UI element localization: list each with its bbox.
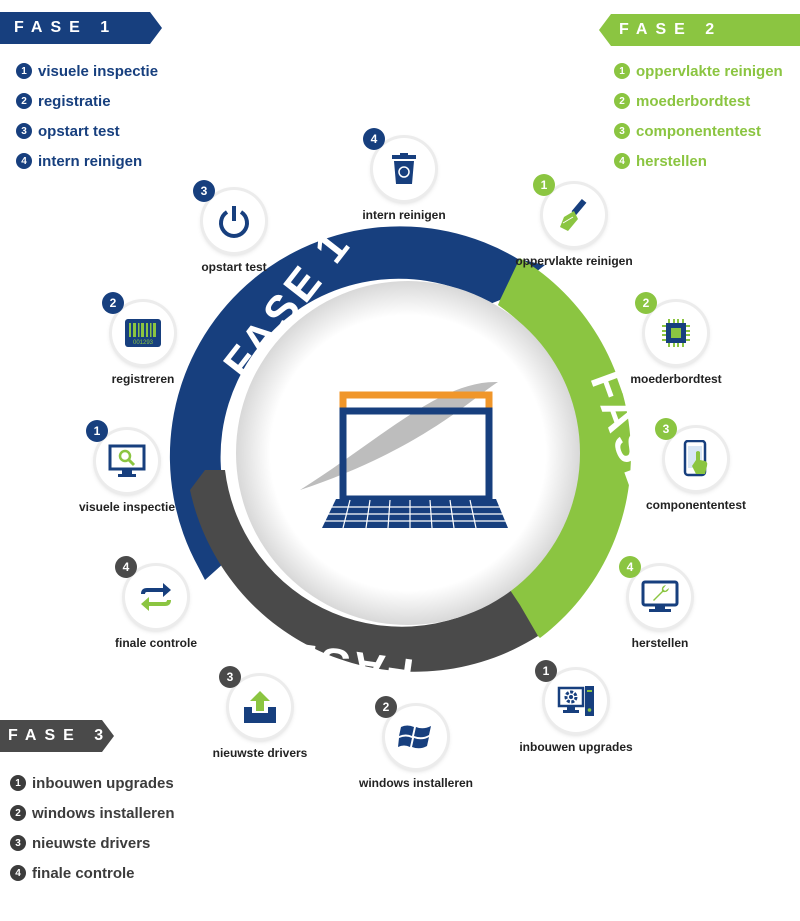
chip-icon bbox=[662, 319, 690, 347]
node-nieuwste-drivers: 3 nieuwste drivers bbox=[180, 666, 340, 760]
node-intern-reinigen: 4 intern reinigen bbox=[324, 128, 484, 222]
center-disc bbox=[236, 281, 580, 625]
repeat-arrows-icon bbox=[141, 583, 171, 611]
laptop-icon bbox=[322, 391, 508, 529]
upload-tray-icon bbox=[244, 691, 276, 723]
node-oppervlakte-reinigen: 1 oppervlakte reinigen bbox=[494, 174, 654, 268]
phase1-arc bbox=[169, 226, 546, 580]
phase1-banner: FASE 1 bbox=[0, 12, 162, 44]
windows-icon bbox=[398, 725, 431, 749]
wrench-monitor-icon bbox=[641, 580, 679, 612]
node-opstart-test: 3 opstart test bbox=[154, 180, 314, 274]
brush-icon bbox=[560, 198, 587, 231]
barcode-icon: 001293 bbox=[125, 319, 161, 347]
node-herstellen: 4 herstellen bbox=[580, 556, 740, 650]
gear-computer-icon bbox=[557, 686, 594, 716]
magnifier-monitor-icon bbox=[108, 444, 146, 477]
svg-text:001293: 001293 bbox=[133, 340, 154, 346]
node-visuele-inspectie: 1 visuele inspectie bbox=[47, 420, 207, 514]
node-inbouwen-upgrades: 1 inbouwen upgrades bbox=[496, 660, 656, 754]
node-moederbordtest: 2 moederbordtest bbox=[596, 292, 756, 386]
trash-icon bbox=[392, 153, 416, 184]
node-finale-controle: 4 finale controle bbox=[76, 556, 236, 650]
phone-touch-icon bbox=[683, 440, 708, 477]
phase3-banner: FASE 3 bbox=[0, 720, 114, 752]
phase2-arc bbox=[498, 258, 631, 638]
phase2-banner: FASE 2 bbox=[599, 14, 800, 46]
node-registreren: 2 001293 registreren bbox=[63, 292, 223, 386]
power-icon bbox=[219, 206, 249, 238]
phase3-arc bbox=[190, 470, 538, 672]
node-componententest: 3 componententest bbox=[616, 418, 776, 512]
node-windows-installeren: 2 windows installeren bbox=[336, 696, 496, 790]
